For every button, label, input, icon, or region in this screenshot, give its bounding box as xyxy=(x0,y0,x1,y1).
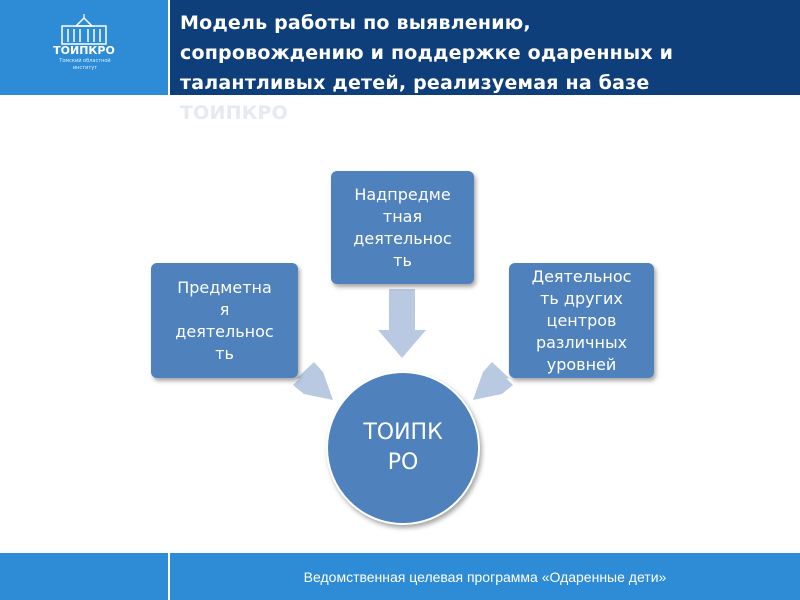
header-divider xyxy=(168,0,170,95)
header-logo-band xyxy=(0,0,170,95)
node-text-line: тная xyxy=(382,206,423,226)
node-text-line: ть других xyxy=(540,288,623,308)
node-text-line: РО xyxy=(387,450,419,475)
node-text-line: деятельнос xyxy=(175,321,274,341)
node-text-line: Предметна xyxy=(177,277,272,297)
title-line: сопровождению и поддержке одаренных и xyxy=(180,42,674,64)
footer-left-band xyxy=(0,553,168,600)
node-text-line: деятельнос xyxy=(353,228,452,248)
node-text-line: я xyxy=(219,299,230,319)
arrow-left-down-icon xyxy=(473,362,513,400)
node-text-line: ть xyxy=(215,343,234,363)
arrow-right-down-icon xyxy=(293,362,333,400)
title-line: ТОИПКРО xyxy=(180,102,288,124)
logo-name: ТОИПКРО xyxy=(53,44,115,57)
header-title-band xyxy=(170,0,800,95)
node-center-toipkro: ТОИПК РО xyxy=(326,371,480,525)
footer-right-band xyxy=(170,553,800,600)
footer-text: Ведомственная целевая программа «Одаренн… xyxy=(303,568,667,585)
node-text-line: уровней xyxy=(546,354,617,374)
title-line: Модель работы по выявлению, xyxy=(180,12,531,34)
node-text-line: ТОИПК xyxy=(363,420,443,445)
node-other-centers-activity: Деятельнос ть других центров различных у… xyxy=(509,263,654,378)
title-line: талантливых детей, реализуемая на базе xyxy=(180,72,650,94)
node-supra-subject-activity: Надпредме тная деятельнос ть xyxy=(331,171,474,284)
page-title: Модель работы по выявлению, сопровождени… xyxy=(180,8,790,128)
node-text-line: Деятельнос xyxy=(531,266,632,286)
node-text-line: ть xyxy=(393,250,412,270)
node-subject-activity: Предметна я деятельнос ть xyxy=(151,263,298,378)
node-text-line: Надпредме xyxy=(354,184,451,204)
node-text-line: центров xyxy=(546,310,617,330)
arrow-down-icon xyxy=(378,289,426,358)
building-logo-icon xyxy=(61,14,107,45)
node-text-line: различных xyxy=(535,332,628,352)
logo-subtitle: Томский областной институт xyxy=(59,58,111,71)
